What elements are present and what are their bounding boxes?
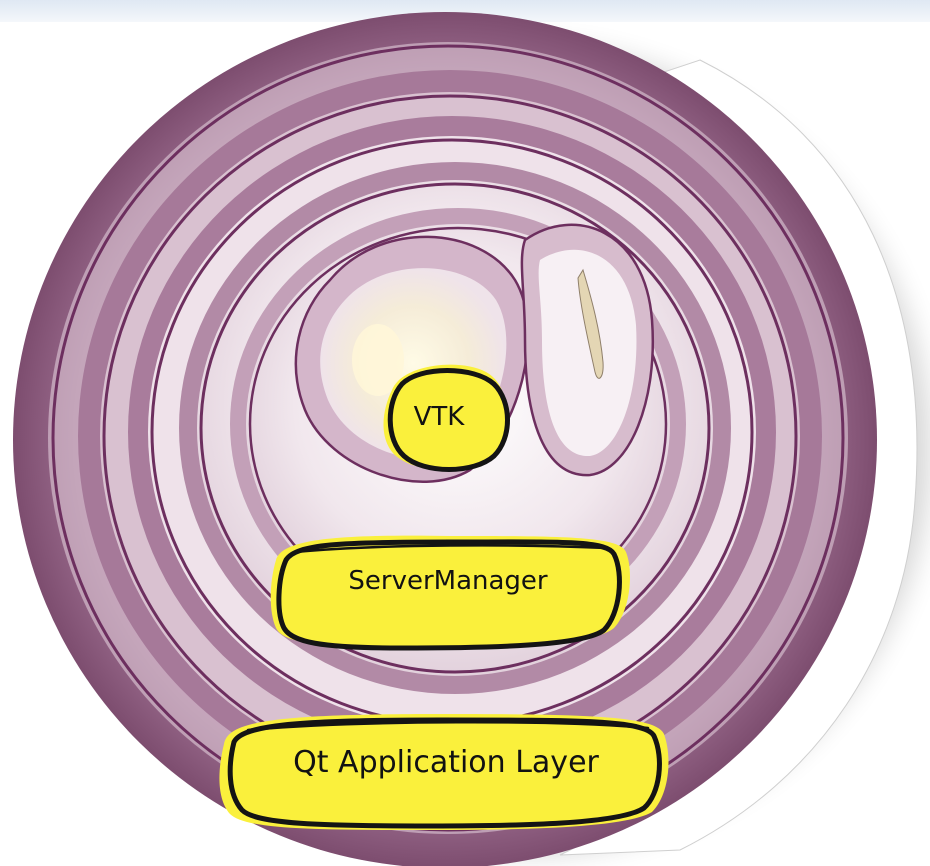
vtk-blob [383, 364, 507, 470]
qt-blob [219, 714, 669, 830]
qt-application-layer-label: Qt Application Layer [293, 744, 599, 780]
label-blobs [219, 364, 669, 830]
servermanager-outline [276, 539, 622, 651]
vtk-label: VTK [413, 402, 465, 432]
servermanager-label: ServerManager [348, 566, 548, 596]
qt-outline [227, 717, 662, 829]
servermanager-blob [270, 535, 630, 649]
top-band [0, 0, 930, 22]
